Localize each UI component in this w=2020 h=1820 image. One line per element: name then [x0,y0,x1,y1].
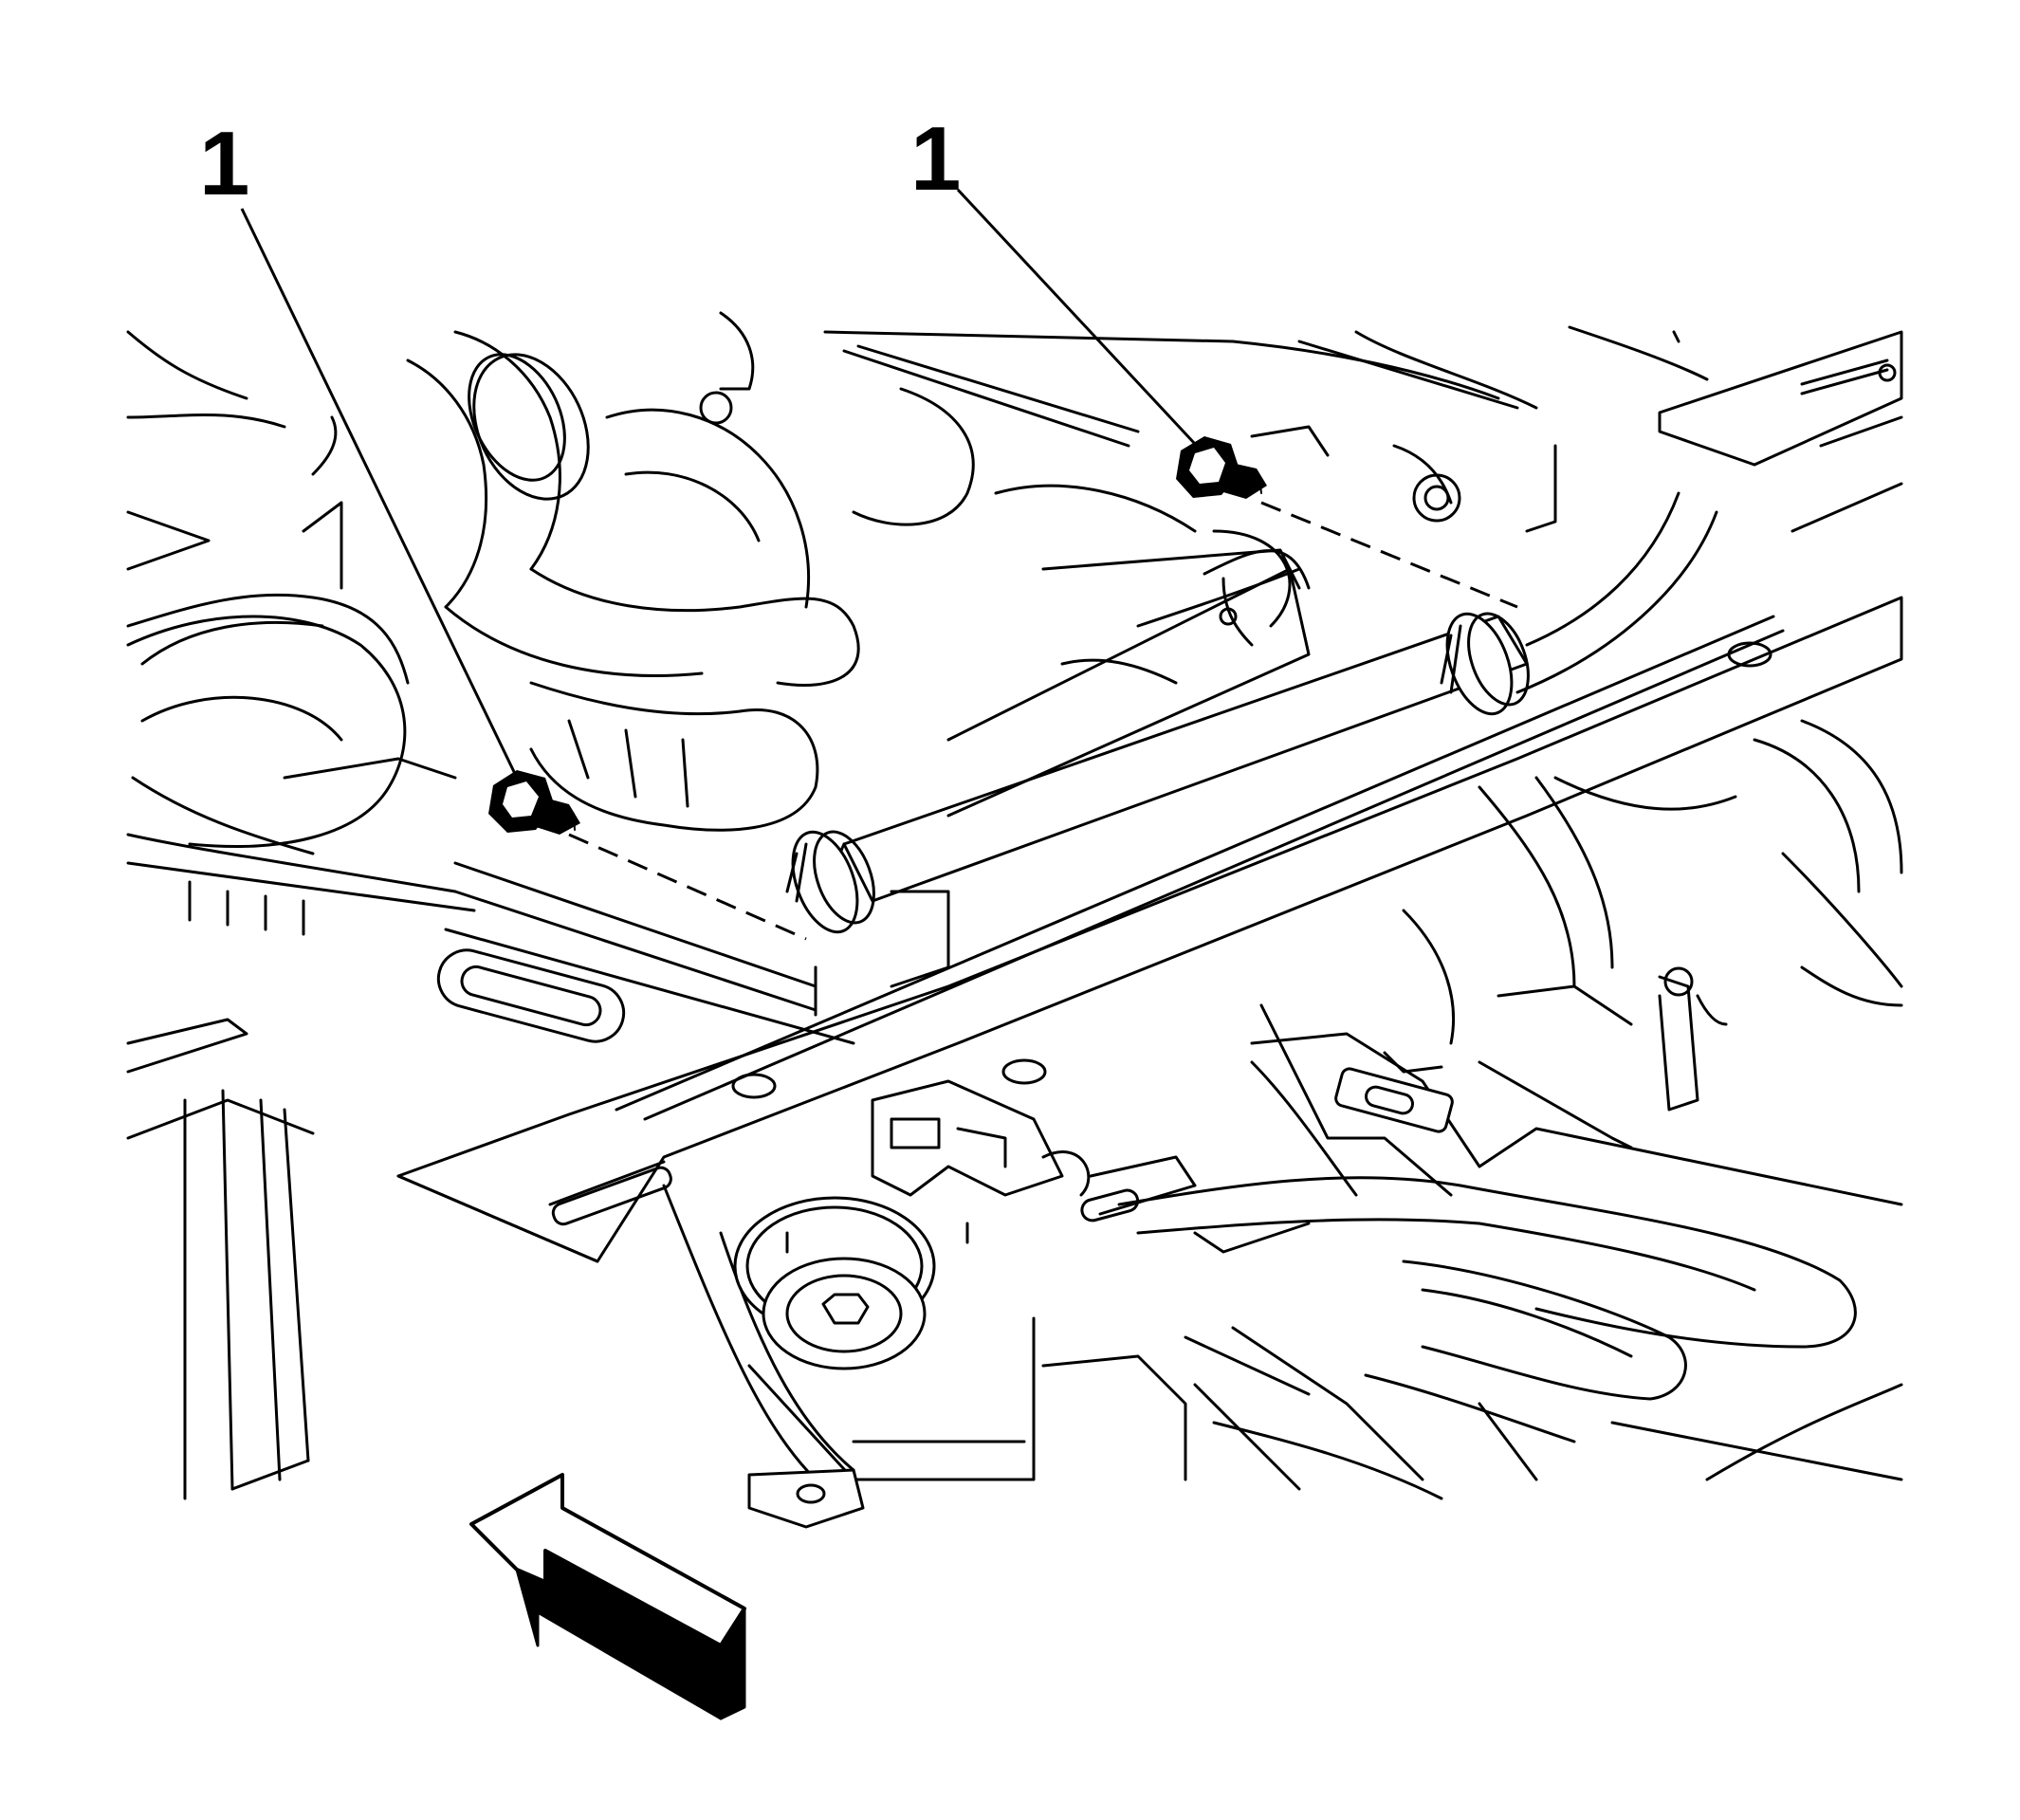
rubber-isolator-right [1440,612,1530,716]
bolt-alignment-line-left [568,833,807,941]
rubber-isolator-left [785,830,875,934]
callout-label: 1 [199,113,249,214]
right-exhaust-and-hangers [1402,719,1903,1112]
bolt-alignment-line-right [1260,501,1518,609]
crossmember-bracket [396,596,1903,1263]
callout-leader-right [956,188,1197,446]
center-heat-shield [823,330,1557,685]
rear-pipe-assembly [785,491,1718,988]
bolt-icon [1176,436,1267,499]
callout-leader-left [240,208,519,779]
lower-right-floor [1041,1003,1903,1500]
upper-right-plate [1568,325,1903,533]
callout-label: 1 [910,108,961,210]
view-direction-arrow-icon [469,1473,746,1720]
left-underbody-structure [126,330,476,1500]
mount-bushing-assembly [662,1079,1197,1529]
lower-left-floor [436,861,855,1045]
bolt-icon [488,770,580,835]
exhaust-pipe [126,311,860,848]
